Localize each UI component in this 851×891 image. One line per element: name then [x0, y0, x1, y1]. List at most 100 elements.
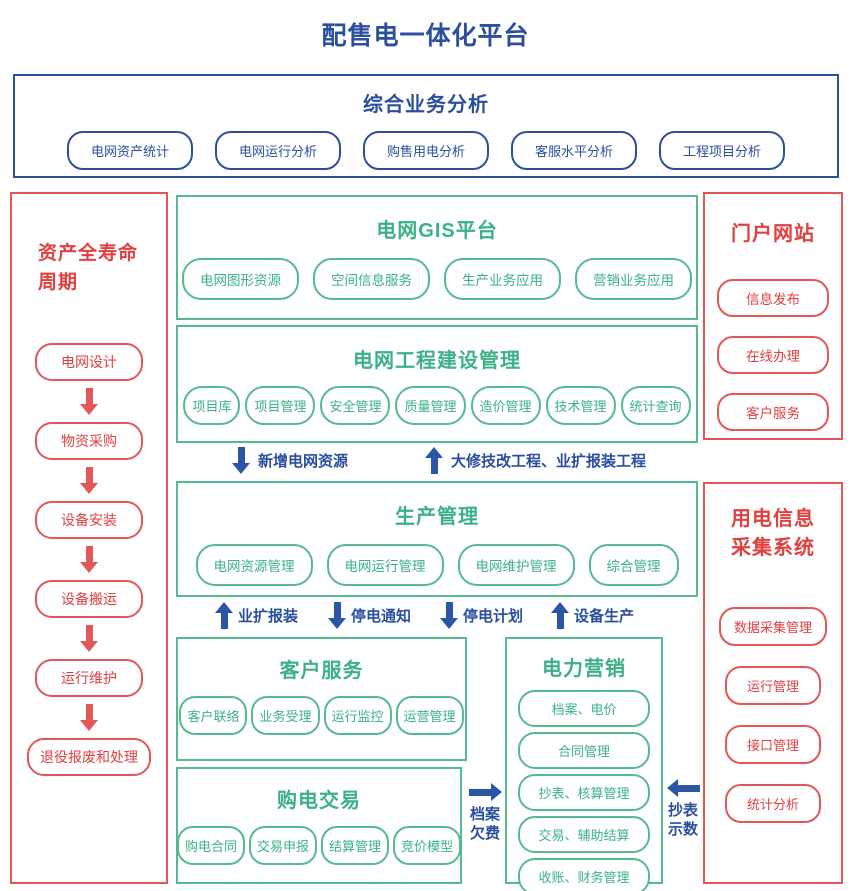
construction-pill: 技术管理: [545, 386, 616, 425]
portal-pill: 信息发布: [717, 279, 829, 317]
construction-title: 电网工程建设管理: [353, 350, 521, 372]
customer-service-pill: 业务受理: [251, 696, 320, 735]
flow-equipment-production: 设备生产: [551, 602, 634, 629]
lifecycle-title: 资产全寿命 周期: [38, 243, 139, 293]
lifecycle-steps: 电网设计 物资采购 设备安装 设备搬运 运行维护 退役报废和处理: [12, 343, 166, 776]
lifecycle-step-pill: 退役报废和处理: [27, 738, 151, 776]
lifecycle-step: 运行维护: [35, 659, 143, 738]
down-arrow-icon: [80, 467, 98, 494]
analysis-panel: 综合业务分析 电网资产统计电网运行分析购售用电分析客服水平分析工程项目分析: [13, 74, 839, 178]
flow-outage-notice: 停电通知: [328, 602, 411, 629]
production-pill: 综合管理: [588, 544, 679, 586]
collection-pill: 数据采集管理: [718, 607, 827, 646]
analysis-pill: 电网运行分析: [214, 131, 341, 170]
marketing-panel: 电力营销 档案、电价合同管理抄表、核算管理交易、辅助结算收账、财务管理: [505, 637, 663, 891]
lifecycle-step: 设备安装: [35, 501, 143, 580]
production-pill: 电网运行管理: [326, 544, 444, 586]
flow-archive-arrears: 档案 欠费: [465, 783, 505, 844]
construction-pill: 造价管理: [470, 386, 541, 425]
marketing-title: 电力营销: [542, 658, 626, 680]
lifecycle-step-pill: 设备搬运: [35, 580, 143, 618]
marketing-pill: 档案、电价: [518, 690, 650, 727]
flow-meter-reading: 抄表 示数: [663, 779, 703, 840]
construction-pill: 统计查询: [620, 386, 691, 425]
up-arrow-icon: [551, 602, 569, 629]
customer-service-pill: 运营管理: [395, 696, 464, 735]
gis-pill: 空间信息服务: [313, 258, 430, 300]
analysis-pill: 电网资产统计: [66, 131, 193, 170]
purchase-pill-row: 购电合同交易申报结算管理竞价模型: [176, 826, 462, 865]
down-arrow-icon: [80, 704, 98, 731]
production-title: 生产管理: [395, 506, 479, 528]
construction-pill: 项目库: [183, 386, 241, 425]
lifecycle-step-pill: 物资采购: [35, 422, 143, 460]
lifecycle-step: 物资采购: [35, 422, 143, 501]
flow-outage-plan: 停电计划: [440, 602, 523, 629]
portal-pill: 在线办理: [717, 336, 829, 374]
portal-pill: 客户服务: [717, 393, 829, 431]
up-arrow-icon: [425, 447, 443, 474]
analysis-pill-row: 电网资产统计电网运行分析购售用电分析客服水平分析工程项目分析: [15, 131, 837, 170]
construction-panel: 电网工程建设管理 项目库项目管理安全管理质量管理造价管理技术管理统计查询: [176, 325, 698, 443]
right-arrow-icon: [469, 783, 502, 801]
analysis-pill: 购售用电分析: [362, 131, 489, 170]
flow-overhaul-expansion: 大修技改工程、业扩报装工程: [425, 447, 646, 474]
production-panel: 生产管理 电网资源管理电网运行管理电网维护管理综合管理: [176, 481, 698, 597]
collection-pill-list: 数据采集管理运行管理接口管理统计分析: [705, 607, 841, 823]
construction-pill: 质量管理: [395, 386, 466, 425]
marketing-pill-list: 档案、电价合同管理抄表、核算管理交易、辅助结算收账、财务管理: [507, 690, 661, 891]
analysis-pill: 工程项目分析: [659, 131, 786, 170]
customer-service-pill-row: 客户联络业务受理运行监控运营管理: [178, 696, 465, 735]
page-title: 配售电一体化平台: [321, 22, 530, 50]
purchase-pill: 交易申报: [248, 826, 317, 865]
gis-title: 电网GIS平台: [376, 220, 498, 242]
down-arrow-icon: [80, 388, 98, 415]
portal-title: 门户网站: [731, 223, 815, 245]
marketing-pill: 收账、财务管理: [518, 858, 650, 891]
collection-pill: 统计分析: [725, 784, 821, 823]
customer-service-pill: 运行监控: [323, 696, 392, 735]
production-pill-row: 电网资源管理电网运行管理电网维护管理综合管理: [178, 544, 696, 586]
analysis-title: 综合业务分析: [363, 94, 489, 116]
gis-pill: 电网图形资源: [182, 258, 299, 300]
portal-panel: 门户网站 信息发布在线办理客户服务: [703, 192, 843, 440]
marketing-pill: 合同管理: [518, 732, 650, 769]
left-arrow-icon: [667, 779, 700, 797]
gis-panel: 电网GIS平台 电网图形资源空间信息服务生产业务应用营销业务应用: [176, 195, 698, 320]
collection-pill: 运行管理: [725, 666, 821, 705]
flow-business-expansion: 业扩报装: [215, 602, 298, 629]
marketing-pill: 交易、辅助结算: [518, 816, 650, 853]
production-pill: 电网资源管理: [195, 544, 313, 586]
customer-service-pill: 客户联络: [179, 696, 248, 735]
construction-pill: 项目管理: [245, 386, 316, 425]
purchase-panel: 购电交易 购电合同交易申报结算管理竞价模型: [176, 767, 462, 884]
lifecycle-step: 退役报废和处理: [27, 738, 151, 776]
lifecycle-step: 设备搬运: [35, 580, 143, 659]
purchase-pill: 竞价模型: [393, 826, 462, 865]
gis-pill: 生产业务应用: [444, 258, 561, 300]
up-arrow-icon: [215, 602, 233, 629]
lifecycle-step: 电网设计: [35, 343, 143, 422]
purchase-pill: 购电合同: [176, 826, 245, 865]
lifecycle-panel: 资产全寿命 周期 电网设计 物资采购 设备安装 设备搬运 运行维护 退役报废和处…: [10, 192, 168, 884]
down-arrow-icon: [328, 602, 346, 629]
down-arrow-icon: [80, 625, 98, 652]
purchase-pill: 结算管理: [321, 826, 390, 865]
construction-pill-row: 项目库项目管理安全管理质量管理造价管理技术管理统计查询: [178, 386, 696, 425]
flow-new-grid-resource: 新增电网资源: [232, 447, 348, 474]
collection-pill: 接口管理: [725, 725, 821, 764]
purchase-title: 购电交易: [277, 790, 361, 812]
construction-pill: 安全管理: [320, 386, 391, 425]
down-arrow-icon: [232, 447, 250, 474]
lifecycle-step-pill: 电网设计: [35, 343, 143, 381]
gis-pill-row: 电网图形资源空间信息服务生产业务应用营销业务应用: [178, 258, 696, 300]
customer-service-title: 客户服务: [279, 660, 364, 682]
down-arrow-icon: [440, 602, 458, 629]
lifecycle-step-pill: 运行维护: [35, 659, 143, 697]
down-arrow-icon: [80, 546, 98, 573]
collection-title: 用电信息 采集系统: [731, 508, 815, 559]
production-pill: 电网维护管理: [457, 544, 575, 586]
lifecycle-step-pill: 设备安装: [35, 501, 143, 539]
customer-service-panel: 客户服务 客户联络业务受理运行监控运营管理: [176, 637, 467, 761]
